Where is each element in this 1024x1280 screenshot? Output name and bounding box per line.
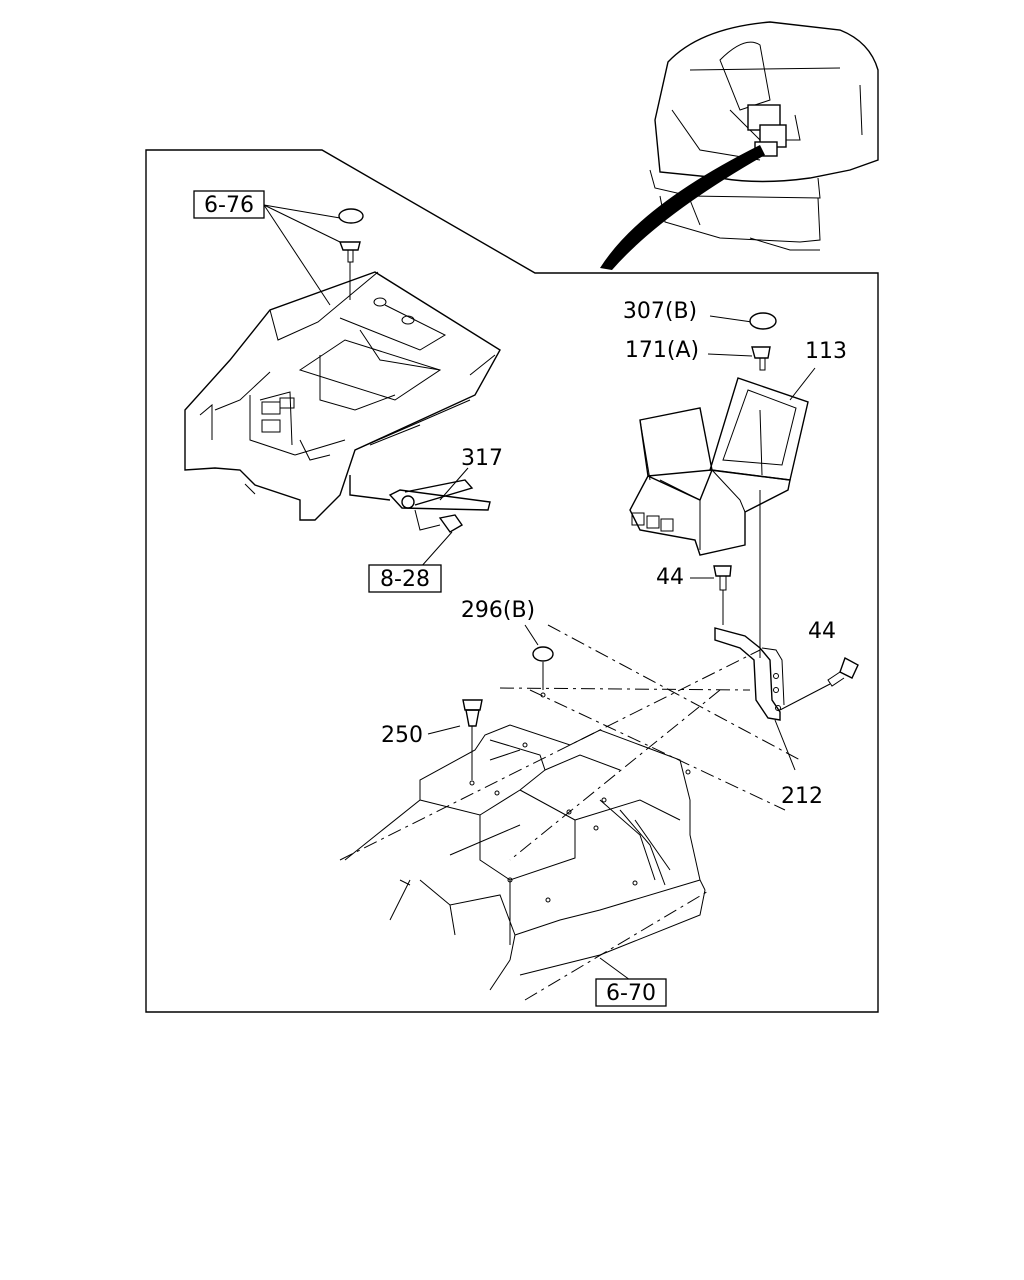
part-label-p171: 171(A): [625, 338, 699, 363]
part-label-p113: 113: [805, 339, 847, 364]
callout-307B: 307(B): [623, 299, 777, 330]
part-label-p212: 212: [781, 784, 823, 809]
part-label-p44b: 44: [808, 619, 836, 644]
part-label-p296: 296(B): [461, 598, 535, 623]
armrest-box-113: 113: [629, 339, 847, 658]
part-label-ref_6_76: 6-76: [204, 193, 254, 218]
floor-tunnel-panel: [344, 724, 706, 991]
callout-171A: 171(A): [625, 338, 771, 371]
bolt-44-right: 44: [779, 619, 859, 711]
console-housing: [184, 271, 501, 521]
part-label-ref_8_28: 8-28: [380, 567, 430, 592]
part-label-ref_6_70: 6-70: [606, 981, 656, 1006]
diagram-frame: [145, 149, 879, 1013]
ref-label-6-70: 6-70: [595, 957, 667, 1007]
cap-296B: 296(B): [461, 598, 554, 698]
cap-and-screw-top: [338, 208, 364, 300]
cable-317: 317: [349, 446, 503, 533]
part-label-p307: 307(B): [623, 299, 697, 324]
guide-lines: [339, 624, 801, 1001]
part-label-p250: 250: [381, 723, 423, 748]
part-label-p317: 317: [461, 446, 503, 471]
ref-label-6-76: 6-76: [193, 190, 341, 306]
bracket-212: 212: [714, 627, 823, 809]
cab-overview-inset: [600, 21, 879, 270]
screw-44-upper: 44: [656, 565, 732, 625]
part-label-p44a: 44: [656, 565, 684, 590]
clip-250: 250: [381, 699, 483, 786]
ref-label-8-28: 8-28: [368, 531, 453, 593]
